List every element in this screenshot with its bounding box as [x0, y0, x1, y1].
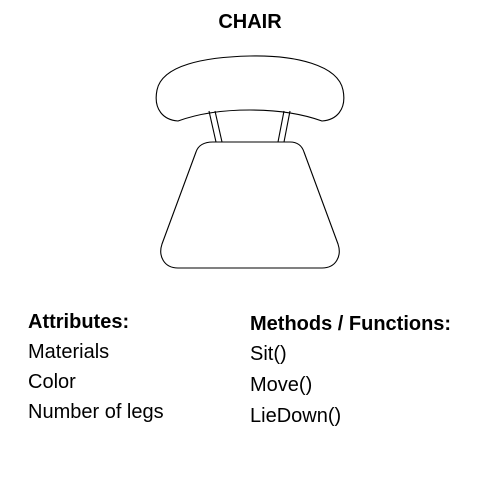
attribute-item-materials: Materials — [28, 341, 110, 363]
attributes-list: Materials Color Number of legs — [28, 337, 238, 427]
attribute-item-number-of-legs: Number of legs — [28, 401, 164, 423]
chair-backrest — [155, 55, 345, 122]
methods-list: Sit() Move() LieDown() — [250, 339, 495, 432]
page-title: CHAIR — [218, 11, 282, 33]
attribute-item-color: Color — [28, 371, 76, 393]
method-item-sit: Sit() — [250, 343, 287, 365]
chair-left-support — [208, 110, 223, 143]
method-item-liedown: LieDown() — [250, 405, 342, 427]
chair-right-support — [277, 110, 291, 143]
attributes-section: Attributes: Materials Color Number of le… — [28, 309, 238, 427]
method-item-move: Move() — [250, 374, 313, 396]
methods-section: Methods / Functions: Sit() Move() LieDow… — [250, 311, 495, 432]
attributes-heading: Attributes: — [28, 311, 130, 333]
methods-heading: Methods / Functions: — [250, 313, 452, 335]
chair-icon — [150, 50, 350, 275]
chair-seat — [160, 141, 340, 269]
